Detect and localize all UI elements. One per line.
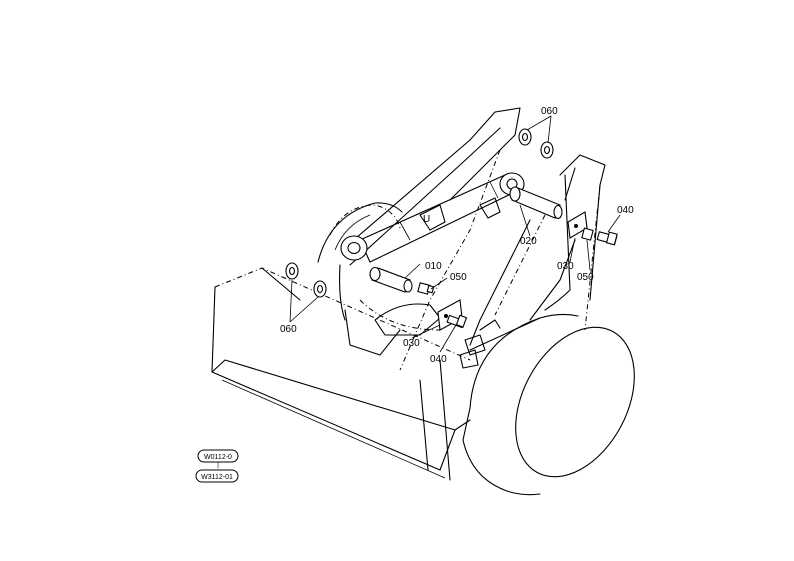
bolt-040-right (596, 231, 618, 246)
pin-020 (509, 186, 563, 220)
callout-050-right: 050 (577, 272, 594, 283)
grease-nipple-050-center (417, 282, 435, 295)
left-lift-arm (329, 107, 521, 371)
callout-020: 020 (520, 236, 537, 247)
tractor-body (419, 317, 541, 481)
callout-010: 010 (425, 261, 442, 272)
bolt-040-center (446, 314, 468, 329)
reference-code-lower: W3112-01 (201, 474, 233, 481)
plate-030-right (567, 211, 588, 239)
shims-060-top (518, 128, 554, 159)
lower-pivot (459, 319, 501, 369)
shims-060-left (285, 262, 327, 298)
cylinder-mark: U (423, 214, 430, 225)
front-wheel-right (462, 174, 635, 496)
pin-010 (369, 266, 413, 293)
callout-030-right: 030 (557, 261, 574, 272)
leader-lines (289, 115, 621, 353)
reference-code-upper: W0112-0 (204, 454, 232, 461)
callout-050-center: 050 (450, 272, 467, 283)
grease-nipple-050-right (581, 227, 594, 241)
reference-codes: W0112-0 | W3112-01 (195, 449, 239, 483)
callout-060-top: 060 (541, 106, 558, 117)
callout-060-left: 060 (280, 324, 297, 335)
rear-wheel-left (317, 202, 403, 263)
callout-040-right: 040 (617, 205, 634, 216)
reference-range-mark: | (217, 462, 219, 469)
right-lift-arm (469, 154, 606, 346)
callout-040-center: 040 (430, 354, 447, 365)
callout-030-center: 030 (403, 338, 420, 349)
